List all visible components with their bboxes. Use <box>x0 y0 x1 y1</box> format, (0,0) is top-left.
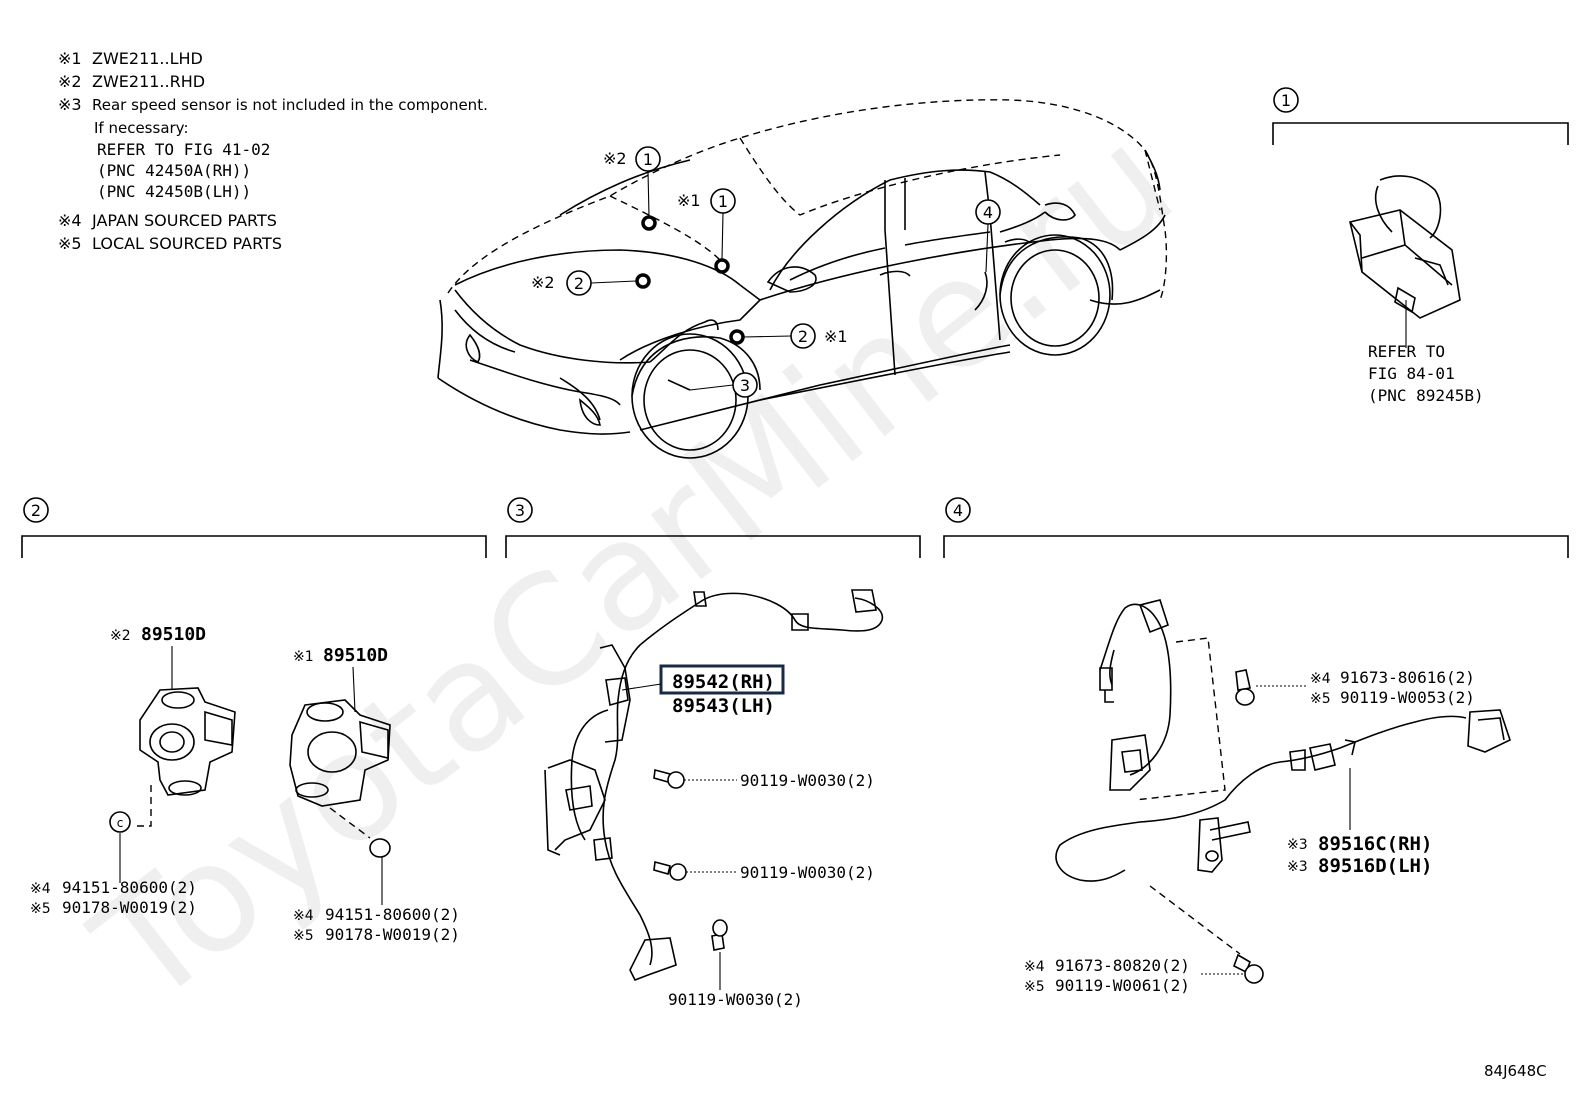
callout-2b-num: 2 <box>798 327 808 346</box>
callout-4-num: 4 <box>983 203 993 222</box>
note-3-text: Rear speed sensor is not included in the… <box>92 96 488 114</box>
height-sensor-right <box>289 699 391 807</box>
front-speed-sensor <box>544 589 884 982</box>
s2-right-nut-m4: ※4 <box>293 908 314 924</box>
note-3-pnc-lh: (PNC 42450B(LH)) <box>97 182 251 201</box>
s3-bolt-1-label: 90119-W0030(2) <box>740 771 875 790</box>
notes-block: ※1 ZWE211..LHD ※2 ZWE211..RHD ※3 Rear sp… <box>58 49 488 253</box>
s4-top-m5: ※5 <box>1310 691 1331 707</box>
note-2-text: ZWE211..RHD <box>92 72 205 91</box>
callout-3-num: 3 <box>740 376 750 395</box>
location-dot-2a <box>635 273 651 289</box>
section-1-refer-1: REFER TO <box>1368 342 1445 361</box>
s3-bolt-1 <box>653 768 685 789</box>
s3-part-lh: 89543(LH) <box>672 695 775 717</box>
s4-top-m4: ※4 <box>1310 671 1331 687</box>
s3-part-rh[interactable]: 89542(RH) <box>672 671 775 693</box>
s2-left-nut-p4: 94151-80600(2) <box>62 878 197 897</box>
section-2: 2 ※2 89510D c ※4 94151-80600(2) ※5 90178… <box>21 497 487 944</box>
s2-right-nut-p4: 94151-80600(2) <box>325 905 460 924</box>
location-dot-1a <box>641 215 657 231</box>
callout-2b-mark: ※1 <box>824 327 848 346</box>
note-4-text: JAPAN SOURCED PARTS <box>91 211 277 230</box>
section-4: 4 <box>943 497 1569 995</box>
s2-left-part: 89510D <box>141 624 206 645</box>
note-5-text: LOCAL SOURCED PARTS <box>92 234 282 253</box>
note-5-mark: ※5 <box>58 234 82 253</box>
s4-bot-m4: ※4 <box>1024 959 1045 975</box>
location-dot-2b <box>729 329 745 345</box>
s4-bot-m5: ※5 <box>1024 979 1045 995</box>
s2-left-nut-m5: ※5 <box>30 901 51 917</box>
note-3-if-necessary: If necessary: <box>94 119 189 137</box>
s4-bot-p4: 91673-80820(2) <box>1055 956 1190 975</box>
callout-2a-mark: ※2 <box>531 273 555 292</box>
height-sensor-left <box>139 687 236 796</box>
s4-part-lh: 89516D(LH) <box>1318 855 1432 877</box>
s4-bot-p5: 90119-W0061(2) <box>1055 976 1190 995</box>
s3-bolt-3 <box>711 919 728 951</box>
location-dot-1b <box>714 258 730 274</box>
s4-part-m-rh: ※3 <box>1287 837 1308 853</box>
rear-speed-sensor <box>1055 599 1511 882</box>
section-1-circle <box>1273 87 1299 113</box>
section-4-circle <box>945 497 971 523</box>
yaw-rate-sensor <box>1349 175 1461 319</box>
s2-right-part: 89510D <box>323 645 388 666</box>
s4-top-p4: 91673-80616(2) <box>1340 668 1475 687</box>
section-1-refer-2: FIG 84-01 <box>1368 364 1455 383</box>
callout-1a-mark: ※2 <box>603 149 627 168</box>
figure-code: 84J648C <box>1484 1062 1547 1080</box>
callout-1b-num: 1 <box>718 192 728 211</box>
s2-left-nut-m4: ※4 <box>30 881 51 897</box>
section-1: 1 REFER TO FIG 84-01 (PNC 89245B) <box>1272 87 1569 405</box>
s4-top-p5: 90119-W0053(2) <box>1340 688 1475 707</box>
s3-bolt-2-label: 90119-W0030(2) <box>740 863 875 882</box>
note-1-text: ZWE211..LHD <box>92 49 203 68</box>
s3-bolt-2 <box>653 860 687 881</box>
s4-top-bolt <box>1235 669 1255 706</box>
note-3-refer: REFER TO FIG 41-02 <box>97 140 270 159</box>
s2-left-nut-p5: 90178-W0019(2) <box>62 898 197 917</box>
car-illustration <box>437 99 1168 459</box>
s4-part-rh: 89516C(RH) <box>1318 833 1432 855</box>
callout-2a-num: 2 <box>574 274 584 293</box>
section-3-circle <box>507 497 533 523</box>
s4-bottom-bolt <box>1233 953 1264 984</box>
section-2-circle <box>23 497 49 523</box>
s4-part-m-lh: ※3 <box>1287 859 1308 875</box>
callout-1a-num: 1 <box>643 150 653 169</box>
s2-right-nut-m5: ※5 <box>293 928 314 944</box>
note-1-mark: ※1 <box>58 49 82 68</box>
note-3-mark: ※3 <box>58 95 82 114</box>
s2-left-clip-label: c <box>117 816 124 830</box>
s2-right-nut-p5: 90178-W0019(2) <box>325 925 460 944</box>
note-3-pnc-rh: (PNC 42450A(RH)) <box>97 161 251 180</box>
section-2-num: 2 <box>31 501 41 520</box>
section-1-num: 1 <box>1281 91 1291 110</box>
s2-left-mark: ※2 <box>110 628 131 644</box>
s3-bolt-3-label: 90119-W0030(2) <box>668 990 803 1009</box>
s2-right-mark: ※1 <box>293 649 314 665</box>
section-1-refer-3: (PNC 89245B) <box>1368 386 1484 405</box>
note-2-mark: ※2 <box>58 72 82 91</box>
callout-1b-mark: ※1 <box>677 191 701 210</box>
section-3: 3 89542(RH) 89543(LH) <box>505 497 921 1009</box>
section-3-num: 3 <box>515 501 525 520</box>
car-callouts: ※2 1 ※1 1 ※2 2 2 ※1 3 4 <box>531 146 1001 398</box>
section-4-num: 4 <box>953 501 963 520</box>
highlighted-part-box[interactable] <box>659 664 785 695</box>
note-4-mark: ※4 <box>58 211 82 230</box>
